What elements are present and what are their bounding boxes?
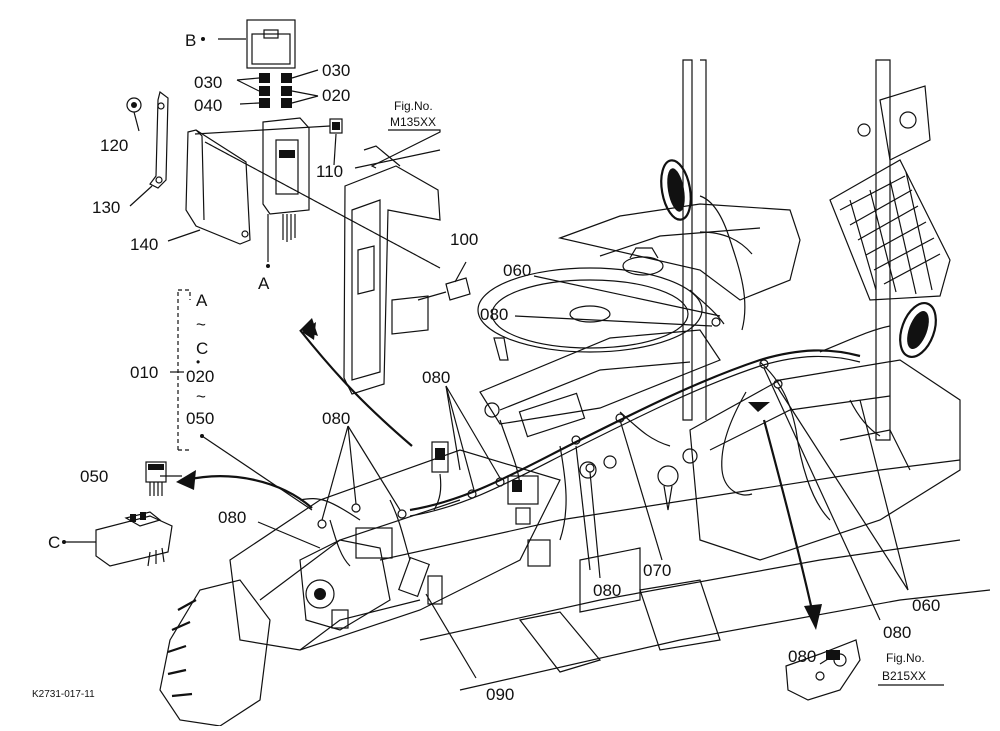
- figref-m135xx: Fig.No. M135XX: [370, 99, 441, 169]
- figref-2-label: Fig.No.: [886, 651, 925, 665]
- callout-110: 110: [316, 162, 343, 181]
- callout-a: A: [258, 274, 270, 293]
- callout-140: 140: [130, 235, 158, 254]
- callout-080-left: 080: [322, 409, 350, 428]
- mesh-guard: [829, 159, 951, 301]
- range-c: C: [196, 339, 208, 358]
- dashboard-panel: [343, 145, 441, 395]
- figref-b215xx: Fig.No. B215XX: [878, 651, 944, 686]
- fuel-cap: [622, 247, 664, 276]
- callout-030-left: 030: [194, 73, 222, 92]
- fuse-box-cover-b: [246, 19, 296, 69]
- range-dot: •: [196, 355, 200, 369]
- callout-080-right: 080: [883, 623, 911, 642]
- steering-wheel: [477, 267, 703, 353]
- lamp-bracket-detail: [785, 639, 861, 701]
- callout-050: 050: [80, 467, 108, 486]
- callout-080-mid: 080: [422, 368, 450, 387]
- instrument-console: [479, 329, 721, 438]
- fuse-set: [259, 73, 292, 108]
- rops-frame: [682, 59, 891, 441]
- fuse-box-a: [262, 117, 310, 268]
- callout-080-lower: 080: [218, 508, 246, 527]
- callout-leaders: [62, 275, 909, 679]
- switch-knobs: [484, 337, 698, 511]
- range-050: 050: [186, 409, 214, 428]
- bolt-110: [329, 118, 343, 134]
- callout-120: 120: [100, 136, 128, 155]
- callout-020: 020: [322, 86, 350, 105]
- bracket-130: [149, 90, 169, 189]
- callout-040: 040: [194, 96, 222, 115]
- leaders-left-parts: [129, 111, 467, 283]
- callout-c: C: [48, 533, 60, 552]
- callout-080-upper: 080: [480, 305, 508, 324]
- wire-harness-010: [299, 195, 891, 567]
- callout-100: 100: [450, 230, 478, 249]
- callout-080-bottom: 080: [593, 581, 621, 600]
- detail-arrows: [176, 318, 822, 630]
- nut-120: [126, 97, 142, 113]
- relay-socket-c: [95, 511, 173, 567]
- figure-code: K2731-017-11: [32, 689, 95, 700]
- figref-2-code: B215XX: [882, 669, 926, 683]
- bolt-100: [417, 277, 471, 301]
- callout-080-corner: 080: [788, 647, 816, 666]
- callout-090: 090: [486, 685, 514, 704]
- engine-components: [299, 527, 443, 631]
- callout-130: 130: [92, 198, 120, 217]
- relay-box: [431, 441, 551, 567]
- callout-030-right: 030: [322, 61, 350, 80]
- work-lamp-left: [660, 159, 692, 221]
- callout-060-right: 060: [912, 596, 940, 615]
- frame-rails: [379, 459, 991, 691]
- figref-1-label: Fig.No.: [394, 99, 433, 113]
- callout-060-top: 060: [503, 261, 531, 280]
- range-tilde-2: ~: [196, 387, 206, 406]
- bracket-140: [185, 129, 251, 245]
- callout-010: 010: [130, 363, 158, 382]
- range-note: A ~ C • 020 ~ 050: [186, 291, 214, 428]
- relay-050: [145, 461, 167, 496]
- callout-b: B: [185, 31, 196, 50]
- work-lamp-right: [899, 302, 937, 358]
- range-a: A: [196, 291, 208, 310]
- callout-070: 070: [643, 561, 671, 580]
- leader-lines-fuses: [201, 37, 319, 105]
- range-020: 020: [186, 367, 214, 386]
- rear-mirror-bracket: [857, 85, 931, 161]
- range-tilde-1: ~: [196, 315, 206, 334]
- front-tire: [159, 579, 271, 727]
- figref-1-code: M135XX: [390, 115, 436, 129]
